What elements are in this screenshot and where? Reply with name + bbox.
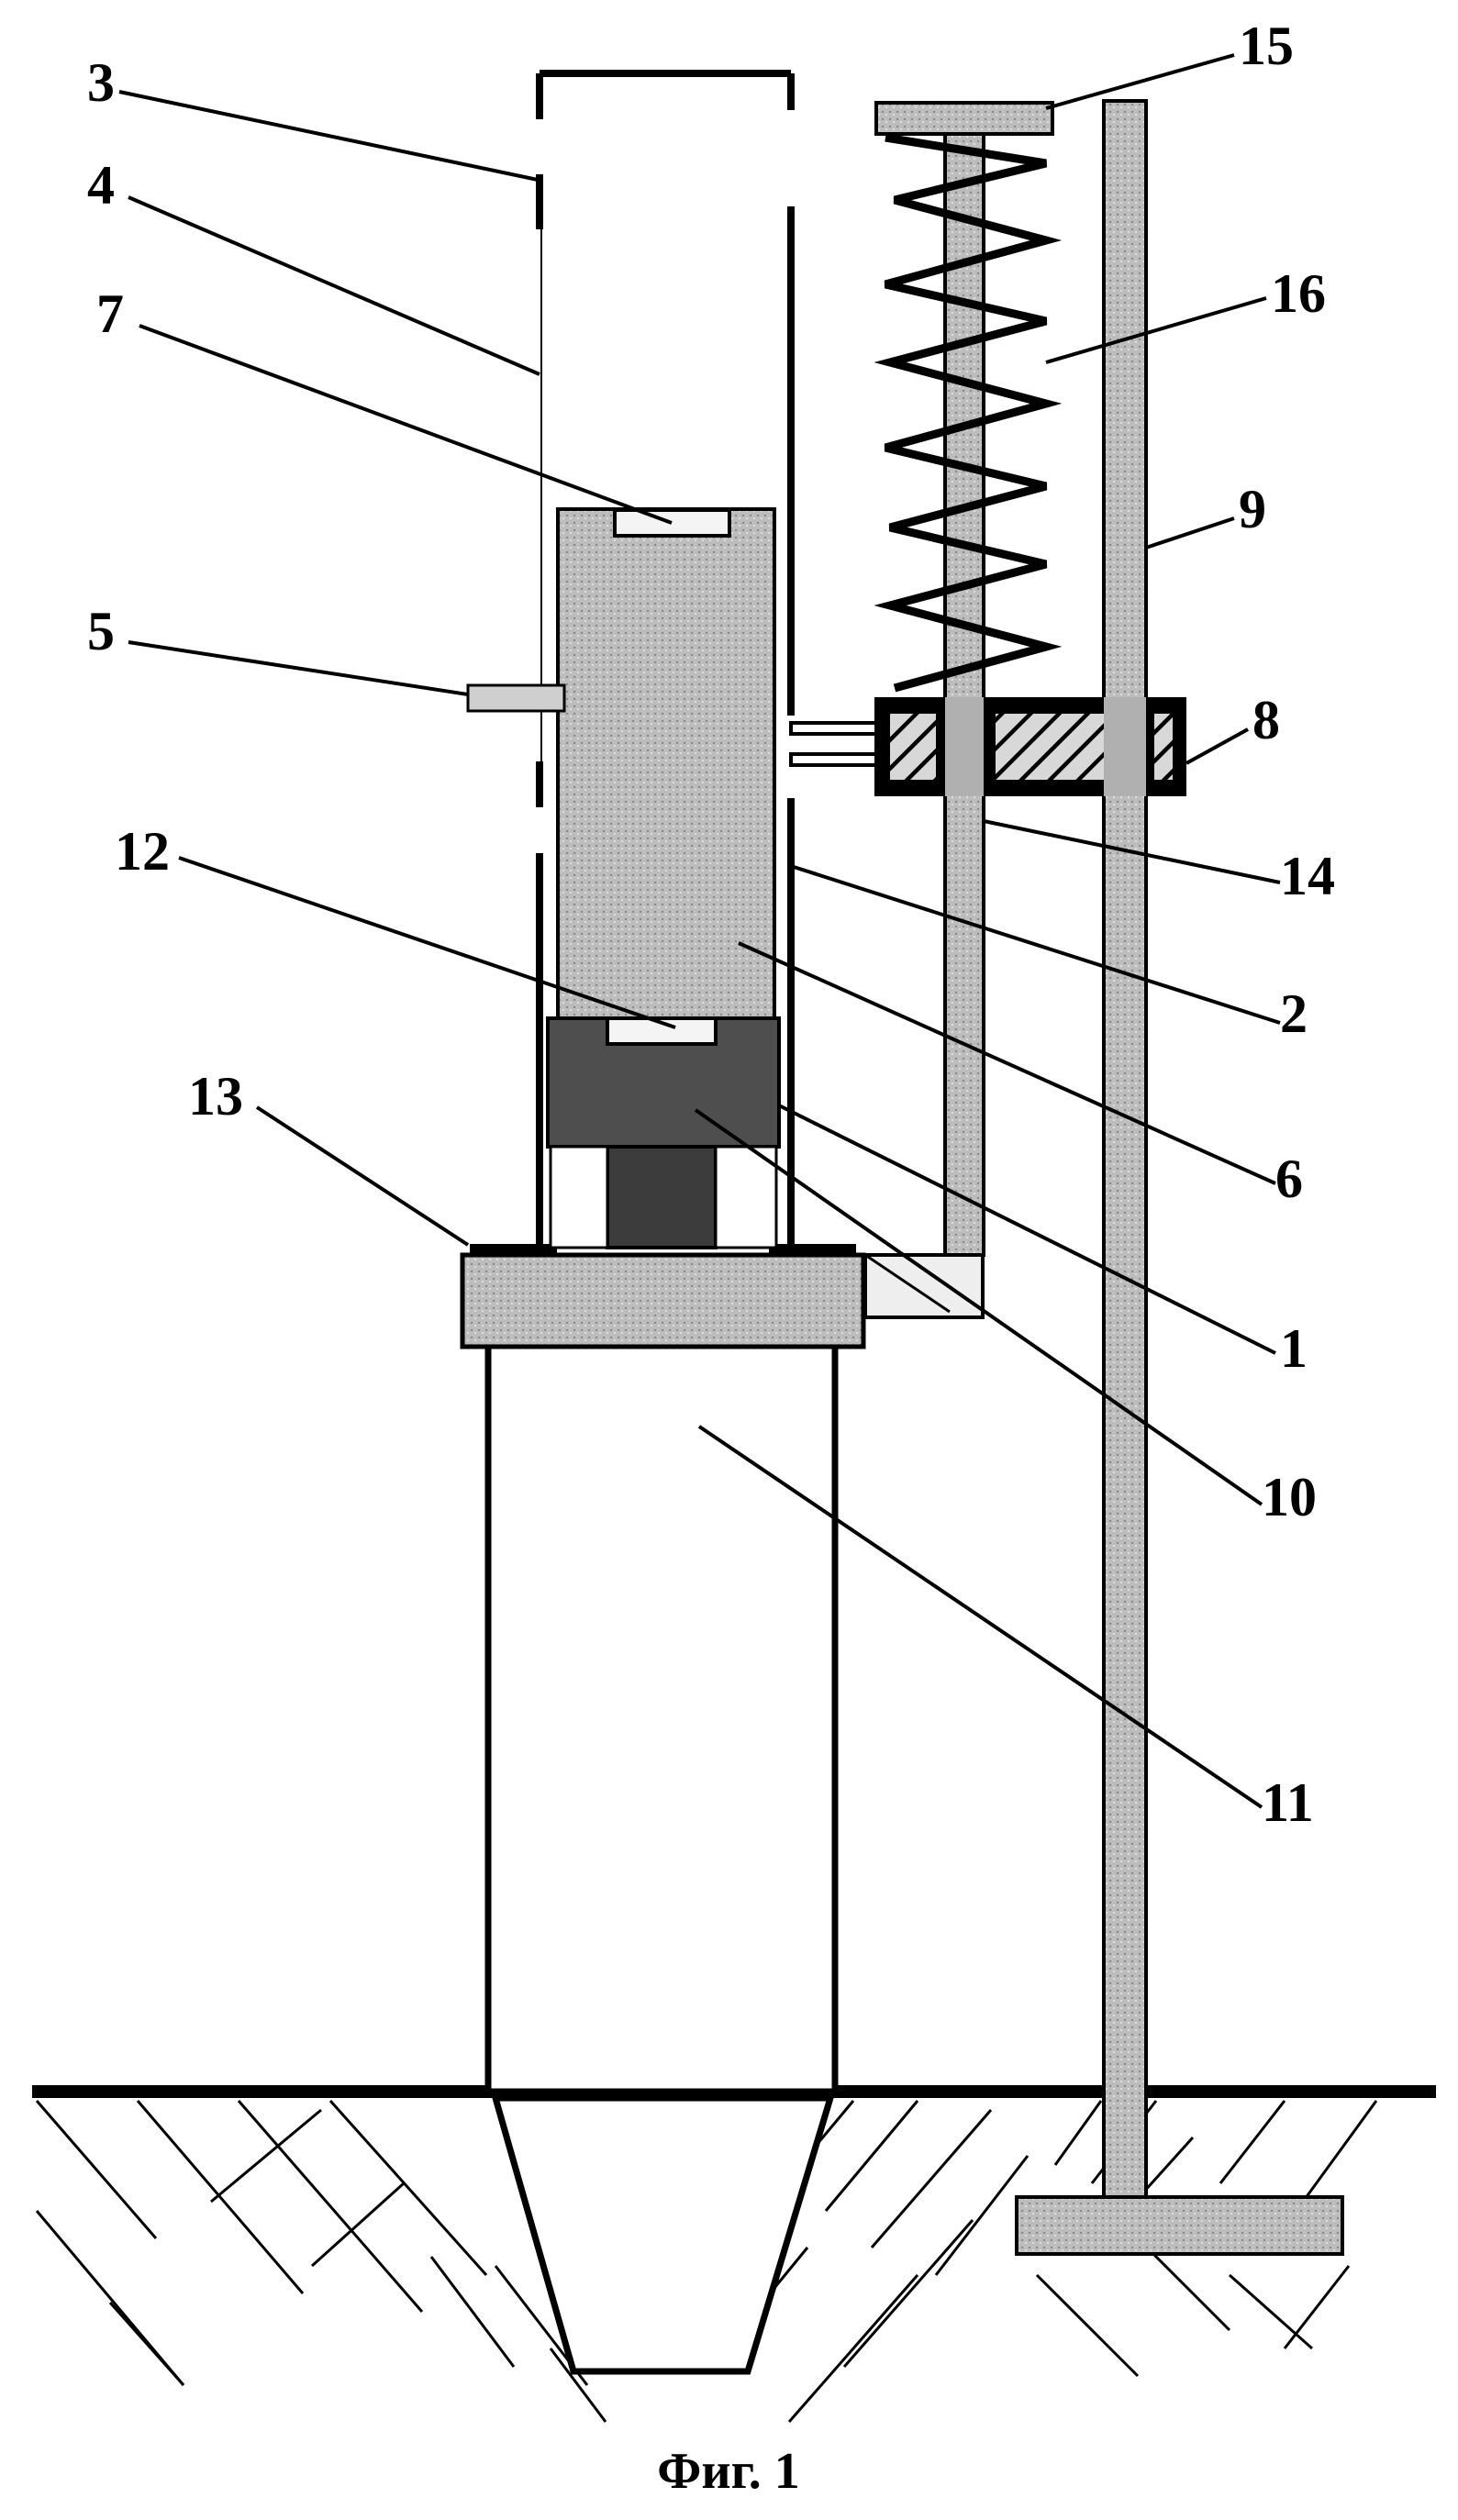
label-1: 1	[1280, 1318, 1308, 1379]
part-6-piston	[558, 509, 774, 1018]
label-16: 16	[1271, 263, 1326, 324]
label-8: 8	[1252, 690, 1280, 750]
leader-13	[257, 1107, 468, 1245]
figure-caption: Фиг. 1	[657, 2443, 799, 2500]
label-9: 9	[1239, 479, 1266, 539]
label-5: 5	[87, 601, 115, 661]
label-3: 3	[87, 52, 115, 113]
part-15-plate	[876, 103, 1052, 134]
part-8-block	[874, 697, 1186, 796]
part-13-collar	[462, 1255, 863, 1347]
part-5-pin	[468, 685, 564, 711]
part-9-rod	[1104, 101, 1146, 2202]
bracket	[865, 1255, 983, 1317]
label-13: 13	[188, 1066, 243, 1127]
part-11-pipe	[488, 1316, 835, 2092]
leader-6	[739, 943, 1275, 1183]
leader-4	[128, 197, 540, 374]
part-10-stem	[607, 1147, 716, 1248]
leader-7	[139, 326, 672, 523]
label-14: 14	[1280, 846, 1335, 906]
label-11: 11	[1262, 1772, 1314, 1833]
leader-5	[128, 642, 468, 694]
label-15: 15	[1239, 16, 1294, 76]
leader-9	[1146, 518, 1234, 548]
leader-16	[1046, 298, 1266, 362]
label-6: 6	[1275, 1149, 1303, 1209]
label-10: 10	[1262, 1467, 1317, 1527]
label-12: 12	[115, 821, 170, 882]
label-2: 2	[1280, 983, 1308, 1044]
part-7-insert	[615, 510, 729, 536]
label-4: 4	[87, 155, 115, 216]
label-7: 7	[96, 283, 124, 344]
leader-3	[119, 92, 538, 180]
part-9-foot	[1017, 2197, 1342, 2254]
leader-8	[1186, 729, 1248, 763]
